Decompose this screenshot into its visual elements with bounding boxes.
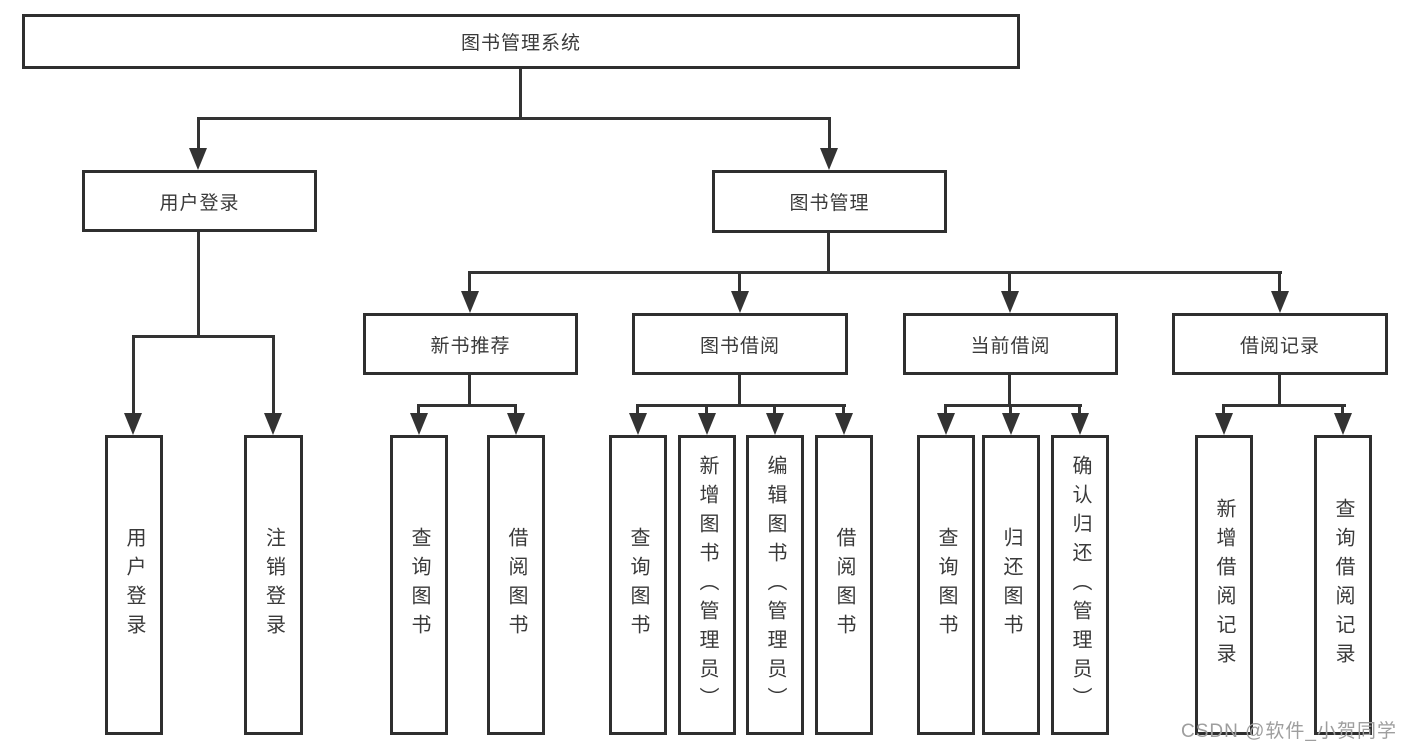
leaf-query-books-recommend: 查询图书 (390, 435, 448, 735)
connector-stub-line (272, 335, 275, 417)
node-borrow-records-label: 借阅记录 (1239, 335, 1320, 357)
connector-stub-line (773, 404, 776, 417)
connector-stub-line (828, 117, 831, 152)
leaf-borrow-books-borrowing: 借阅图书 (815, 435, 873, 735)
connector-stub-line (132, 335, 135, 417)
leaf-borrow-books-recommend: 借阅图书 (487, 435, 545, 735)
leaf-query-borrow-record-label: 查询借阅记录 (1332, 498, 1354, 672)
leaf-confirm-return-admin-label: 确认归还（管理员） (1069, 454, 1091, 716)
leaf-query-books-borrowing: 查询图书 (609, 435, 667, 735)
connector-bar-line (197, 117, 831, 120)
node-borrow-records: 借阅记录 (1172, 313, 1388, 375)
leaf-query-books-recommend-label: 查询图书 (408, 527, 430, 643)
connector-stub-line (514, 404, 517, 417)
arrow-down-icon (835, 413, 853, 435)
arrow-down-icon (1001, 291, 1019, 313)
connector-stub-line (738, 271, 741, 295)
connector-bar-line (944, 404, 1082, 407)
leaf-return-book: 归还图书 (982, 435, 1040, 735)
arrow-down-icon (507, 413, 525, 435)
node-book-borrowing: 图书借阅 (632, 313, 848, 375)
leaf-return-book-label: 归还图书 (1000, 527, 1022, 643)
arrow-down-icon (461, 291, 479, 313)
connector-stub-line (1009, 404, 1012, 417)
leaf-edit-book-admin-label: 编辑图书（管理员） (764, 454, 786, 716)
arrow-down-icon (1334, 413, 1352, 435)
csdn-watermark: CSDN @软件_小贺同学 (1181, 721, 1397, 742)
connector-stem-line (197, 232, 200, 335)
connector-stub-line (197, 117, 200, 152)
connector-stub-line (1278, 271, 1281, 295)
node-user-login-branch-label: 用户登录 (159, 192, 240, 214)
leaf-query-books-borrowing-label: 查询图书 (627, 527, 649, 643)
connector-bar-line (1222, 404, 1346, 407)
connector-stub-line (1008, 271, 1011, 295)
node-user-login-branch: 用户登录 (82, 170, 317, 232)
connector-stub-line (636, 404, 639, 417)
leaf-edit-book-admin: 编辑图书（管理员） (746, 435, 804, 735)
connector-bar-line (132, 335, 275, 338)
arrow-down-icon (629, 413, 647, 435)
arrow-down-icon (766, 413, 784, 435)
arrow-down-icon (410, 413, 428, 435)
arrow-down-icon (264, 413, 282, 435)
connector-stub-line (1078, 404, 1081, 417)
leaf-add-borrow-record-label: 新增借阅记录 (1213, 498, 1235, 672)
connector-stub-line (705, 404, 708, 417)
connector-stub-line (842, 404, 845, 417)
connector-stem-line (1008, 375, 1011, 407)
arrow-down-icon (124, 413, 142, 435)
arrow-down-icon (820, 148, 838, 170)
connector-stem-line (738, 375, 741, 407)
leaf-borrow-books-borrowing-label: 借阅图书 (833, 527, 855, 643)
arrow-down-icon (937, 413, 955, 435)
leaf-query-books-current-label: 查询图书 (935, 527, 957, 643)
connector-stub-line (1341, 404, 1344, 417)
arrow-down-icon (731, 291, 749, 313)
connector-stub-line (468, 271, 471, 295)
node-book-management-label: 图书管理 (789, 193, 870, 214)
arrow-down-icon (1002, 413, 1020, 435)
connector-stub-line (417, 404, 420, 417)
connector-stem-line (468, 375, 471, 407)
node-library-system: 图书管理系统 (22, 14, 1020, 69)
leaf-logout-label: 注销登录 (262, 527, 285, 643)
node-current-borrowing-label: 当前借阅 (970, 335, 1051, 357)
arrow-down-icon (1071, 413, 1089, 435)
connector-stem-line (1278, 375, 1281, 407)
leaf-confirm-return-admin: 确认归还（管理员） (1051, 435, 1109, 735)
arrow-down-icon (1271, 291, 1289, 313)
connector-bar-line (417, 404, 517, 407)
leaf-query-books-current: 查询图书 (917, 435, 975, 735)
node-new-book-recommend-label: 新书推荐 (430, 335, 511, 357)
leaf-query-borrow-record: 查询借阅记录 (1314, 435, 1372, 735)
leaf-user-login-label: 用户登录 (123, 527, 145, 643)
node-new-book-recommend: 新书推荐 (363, 313, 578, 375)
arrow-down-icon (189, 148, 207, 170)
connector-stub-line (944, 404, 947, 417)
leaf-add-book-admin-label: 新增图书（管理员） (696, 454, 718, 716)
node-library-system-label: 图书管理系统 (460, 33, 581, 54)
node-current-borrowing: 当前借阅 (903, 313, 1118, 375)
leaf-borrow-books-recommend-label: 借阅图书 (505, 527, 527, 643)
arrow-down-icon (698, 413, 716, 435)
leaf-add-book-admin: 新增图书（管理员） (678, 435, 736, 735)
leaf-add-borrow-record: 新增借阅记录 (1195, 435, 1253, 735)
node-book-management: 图书管理 (712, 170, 947, 233)
connector-stem-line (827, 232, 830, 274)
leaf-logout: 注销登录 (244, 435, 303, 735)
connector-bar-line (468, 271, 1282, 274)
connector-bar-line (636, 404, 846, 407)
connector-stem-line (519, 69, 522, 118)
leaf-user-login: 用户登录 (105, 435, 163, 735)
connector-stub-line (1222, 404, 1225, 417)
node-book-borrowing-label: 图书借阅 (699, 335, 780, 357)
arrow-down-icon (1215, 413, 1233, 435)
